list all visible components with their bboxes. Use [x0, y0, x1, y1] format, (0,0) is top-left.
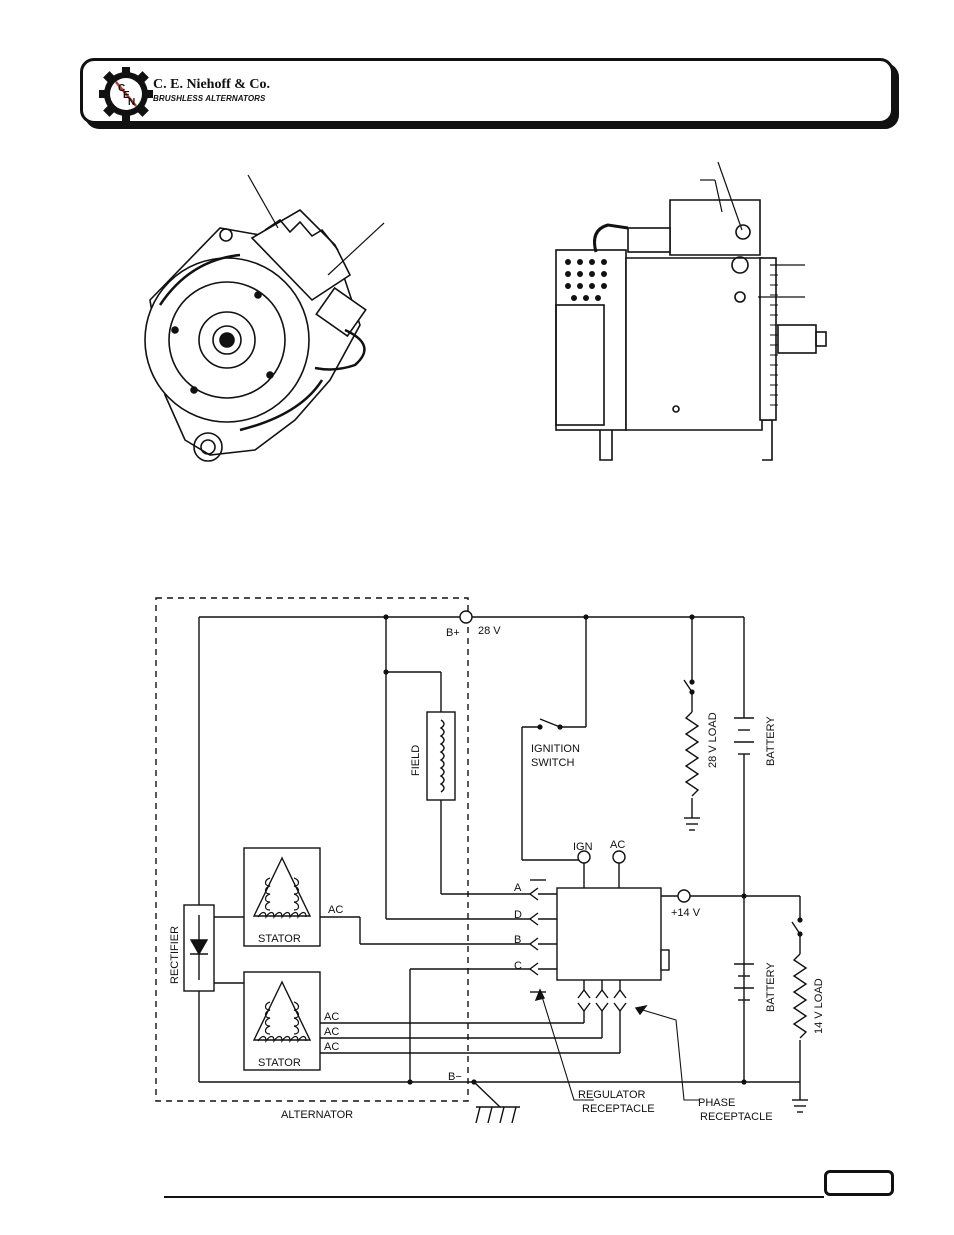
- field-coil-box: [427, 712, 455, 800]
- regulator-receptacle-label-1: REGULATOR: [578, 1089, 645, 1101]
- page-number-box: [824, 1170, 894, 1196]
- pin-a-label: A: [514, 882, 522, 894]
- battery-bottom-label: BATTERY: [765, 962, 777, 1012]
- stator-bottom-box: [244, 972, 320, 1070]
- alternator-front-view: [145, 175, 384, 461]
- b-plus-label: B+: [446, 627, 460, 639]
- ignition-switch-label-1: IGNITION: [531, 743, 580, 755]
- stator-top-box: [244, 848, 320, 946]
- voltage-28-label: 28 V: [478, 625, 501, 637]
- voltage-14-label: +14 V: [671, 907, 701, 919]
- b-minus-label: B−: [448, 1071, 462, 1083]
- pin-d-label: D: [514, 909, 522, 921]
- plus-14v-terminal: [678, 890, 690, 902]
- wiring-schematic: B+ 28 V FIELD IGNITION SWITCH 28 V LOAD …: [0, 560, 954, 1180]
- field-label: FIELD: [410, 745, 422, 776]
- b-plus-terminal: [460, 611, 472, 623]
- alternator-side-view: [556, 162, 826, 460]
- ac-label-2: AC: [324, 1011, 339, 1023]
- regulator-box: [557, 888, 661, 980]
- stator-bottom-label: STATOR: [258, 1057, 301, 1069]
- ac-terminal-label: AC: [610, 839, 625, 851]
- ac-terminal: [613, 851, 625, 863]
- rectifier-label: RECTIFIER: [169, 926, 181, 984]
- load-14-label: 14 V LOAD: [813, 978, 825, 1034]
- ignition-switch-label-2: SWITCH: [531, 757, 574, 769]
- phase-receptacle-label-1: PHASE: [698, 1097, 735, 1109]
- battery-top-label: BATTERY: [765, 716, 777, 766]
- stator-top-label: STATOR: [258, 933, 301, 945]
- ac-label-1: AC: [328, 904, 343, 916]
- alternator-label: ALTERNATOR: [281, 1109, 353, 1121]
- footer-rule: [164, 1196, 824, 1198]
- alternator-illustrations: [0, 0, 954, 560]
- phase-receptacle-label-2: RECEPTACLE: [700, 1111, 773, 1123]
- pin-c-label: C: [514, 960, 522, 972]
- load-28-label: 28 V LOAD: [707, 712, 719, 768]
- pin-b-label: B: [514, 934, 521, 946]
- ac-label-4: AC: [324, 1041, 339, 1053]
- ign-label: IGN: [573, 841, 593, 853]
- ac-label-3: AC: [324, 1026, 339, 1038]
- regulator-receptacle-label-2: RECEPTACLE: [582, 1103, 655, 1115]
